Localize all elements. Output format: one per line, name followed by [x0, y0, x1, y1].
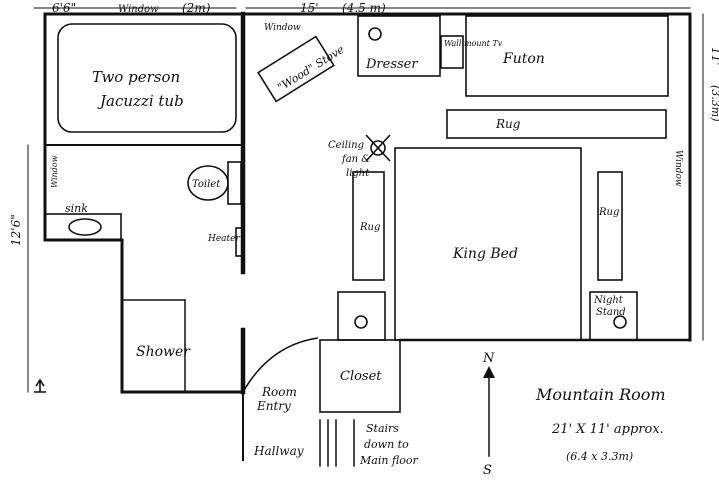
compass: N S [482, 351, 495, 478]
jacuzzi-label-2: Jacuzzi tub [97, 92, 184, 110]
dim-top-right: 15' [300, 1, 319, 15]
dim-left: 12'6" [9, 214, 23, 246]
title-block: Mountain Room 21' X 11' approx. (6.4 x 3… [535, 385, 666, 463]
windows: Window Window Window Window [50, 4, 683, 188]
night-stand-label-1: Night [593, 295, 624, 306]
door-swing [242, 337, 319, 393]
ceiling-fan-label-2: fan & [341, 154, 370, 165]
heater [235, 227, 243, 257]
jacuzzi-label-1: Two person [92, 68, 180, 86]
futon [465, 15, 669, 97]
closet-label: Closet [340, 369, 382, 384]
compass-arrow-icon [483, 366, 495, 378]
king-bed [394, 147, 582, 341]
rug-left-label: Rug [359, 222, 380, 233]
jacuzzi-tub [57, 23, 237, 133]
dim-right-metric: (3.3m) [709, 85, 719, 122]
wall-tv [440, 35, 464, 69]
rug-right [597, 171, 623, 281]
dresser-label: Dresser [365, 57, 418, 72]
stairs-label-3: Main floor [359, 454, 419, 467]
bed-area: Rug King Bed Rug Night Stand [337, 147, 638, 341]
shower-label: Shower [136, 344, 191, 360]
wall-tv-label: Wall mount Tv [444, 39, 503, 48]
ceiling-fan-blade-2 [365, 134, 391, 162]
rug-right-label: Rug [598, 207, 619, 218]
sink-label: sink [65, 202, 88, 215]
compass-south: S [483, 463, 492, 478]
title-name: Mountain Room [535, 385, 666, 404]
title-metric: (6.4 x 3.3m) [566, 450, 633, 463]
ceiling-fan-label-1: Ceiling [328, 140, 364, 151]
dim-right: 11' [709, 47, 719, 66]
ceiling-fan-icon [370, 140, 386, 156]
wood-stove-box [257, 35, 335, 103]
sink-basin [68, 218, 102, 236]
dim-top-right-metric: (4.5 m) [342, 1, 386, 15]
window-bath-left: Window [50, 155, 59, 188]
compass-north: N [482, 351, 495, 366]
dresser-lamp-icon [368, 27, 382, 41]
dresser [357, 15, 441, 77]
king-bed-label: King Bed [452, 246, 518, 262]
rug-top [446, 109, 667, 139]
room-entry-label-2: Entry [256, 399, 291, 413]
wood-stove: "Wood" Stove [257, 35, 347, 103]
rug-top-label: Rug [495, 117, 521, 131]
night-stand-label-2: Stand [596, 307, 626, 318]
wood-stove-label: "Wood" Stove [275, 43, 347, 94]
entry-area: Closet Room Entry Hallway Stairs down to… [242, 337, 419, 467]
night-stand-left-lamp-icon [354, 315, 368, 329]
stairs-label-1: Stairs [366, 422, 399, 435]
ceiling-fan-label-3: light [346, 168, 370, 179]
dim-top-left-metric: (2m) [182, 1, 211, 15]
bathroom: Two person Jacuzzi tub Toilet sink Heate… [44, 23, 243, 360]
night-stand-right-lamp-icon [613, 315, 627, 329]
toilet-tank [227, 161, 242, 205]
room-entry-label-1: Room [261, 385, 297, 399]
rug-left [352, 171, 385, 281]
dimension-marks: 6'6" (2m) 15' (4.5 m) 11' (3.3m) 12'6" [9, 1, 719, 393]
dim-top-left: 6'6" [52, 1, 76, 15]
hallway-label: Hallway [253, 444, 304, 458]
window-right: Window [673, 150, 683, 187]
heater-label: Heater [207, 234, 240, 244]
title-size: 21' X 11' approx. [551, 422, 664, 437]
ceiling-fan: Ceiling fan & light [328, 134, 391, 179]
sink-counter [44, 213, 122, 241]
night-stand-right [589, 291, 638, 341]
toilet-label: Toilet [192, 179, 221, 190]
bedroom-top-furniture: Dresser Wall mount Tv Futon Rug [357, 15, 669, 139]
walls [43, 11, 692, 461]
window-top-stove: Window [264, 23, 301, 33]
futon-label: Futon [502, 51, 545, 67]
closet [319, 339, 401, 413]
stairs-label-2: down to [364, 438, 409, 451]
window-top-bath: Window [118, 4, 159, 15]
up-marker-icon [34, 378, 46, 393]
